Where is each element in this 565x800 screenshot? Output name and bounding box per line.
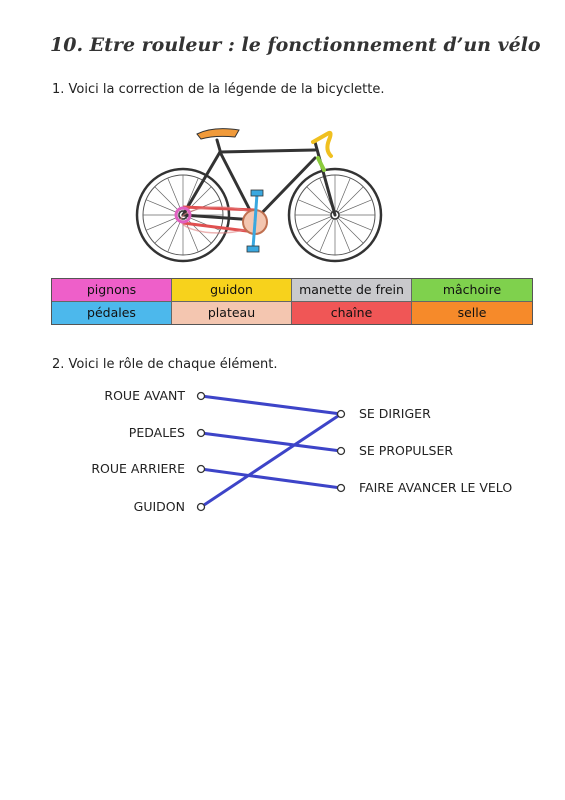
match-line (199, 467, 343, 490)
match-line (199, 431, 343, 453)
match-dot (336, 483, 346, 493)
legend-cell: mâchoire (412, 279, 532, 302)
right-item-faire-avancer: FAIRE AVANCER LE VELO (359, 480, 513, 495)
legend-cell: guidon (172, 279, 292, 302)
page-title: 10. Etre rouleur : le fonctionnement d’u… (50, 34, 541, 56)
match-dot (196, 464, 206, 474)
bicycle-illustration (135, 128, 383, 263)
left-item-roue-arriere: ROUE ARRIERE (91, 461, 185, 476)
left-item-pedales: PEDALES (128, 425, 185, 440)
match-dot (196, 502, 206, 512)
legend-cell: chaîne (292, 301, 412, 324)
handlebar (311, 130, 333, 158)
match-line (199, 394, 343, 416)
legend-cell: pignons (52, 279, 172, 302)
right-item-se-diriger: SE DIRIGER (359, 406, 431, 421)
left-item-guidon: GUIDON (133, 499, 185, 514)
legend-cell: plateau (172, 301, 292, 324)
legend-cell: selle (412, 301, 532, 324)
match-dot (196, 428, 206, 438)
legend-table: pignons guidon manette de frein mâchoire… (51, 278, 533, 325)
question-1: 1. Voici la correction de la légende de … (52, 82, 385, 97)
pedal (250, 189, 264, 197)
pedal (246, 245, 260, 253)
left-item-roue-avant: ROUE AVANT (104, 388, 185, 403)
saddle (196, 128, 240, 140)
question-2: 2. Voici le rôle de chaque élément. (52, 357, 278, 372)
legend-cell: manette de frein (292, 279, 412, 302)
right-item-se-propulser: SE PROPULSER (359, 443, 454, 458)
brake-lever (316, 156, 326, 172)
legend-cell: pédales (52, 301, 172, 324)
match-dot (196, 391, 206, 401)
sprocket (174, 206, 192, 224)
match-dot (336, 446, 346, 456)
match-line (199, 412, 343, 509)
match-dot (336, 409, 346, 419)
